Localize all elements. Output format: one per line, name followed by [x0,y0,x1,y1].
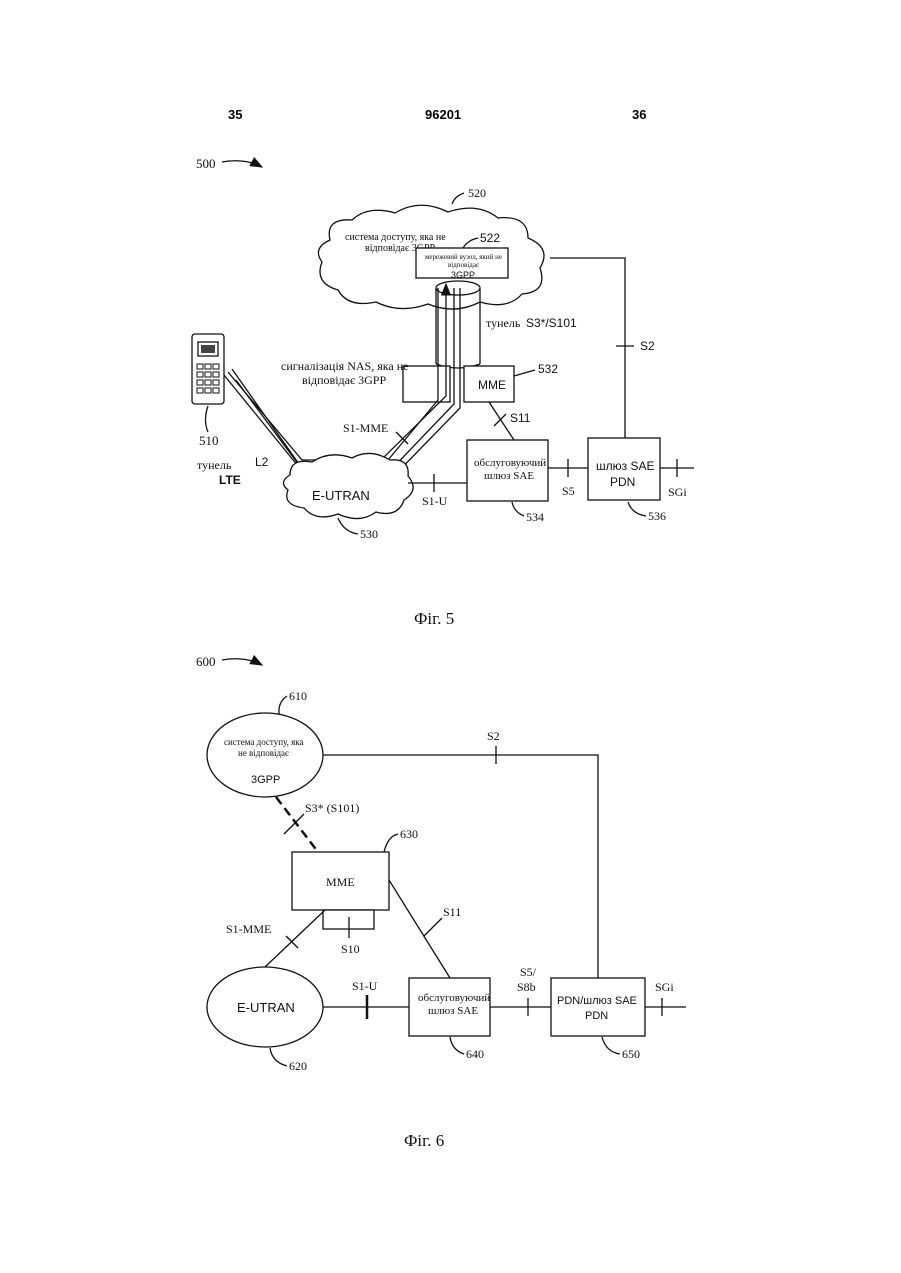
fig5-eutran-leader [338,518,358,534]
fig5-pdn-text-2: PDN [610,475,635,489]
fig5-ue-ref: 510 [199,433,219,448]
fig6-s5-label-2: S8b [517,980,536,994]
fig5-node-text-1: мережевий вузол, який не [425,253,502,261]
fig6-mme-label: MME [326,875,355,889]
fig6-pdn-gw-box [551,978,645,1036]
fig6-ref-arrow [222,659,262,665]
fig6-access-text-2: не відповідає [238,748,289,758]
fig6-pdn-ref: 650 [622,1047,640,1061]
fig5-s1u-label: S1-U [422,494,448,508]
fig6-access-ref: 610 [289,689,307,703]
fig5-cloud-ref: 520 [468,186,486,200]
fig6-s1mme-link [265,910,325,967]
fig5-ue-leader [206,406,209,432]
fig6-s2-label: S2 [487,729,500,743]
fig5-sgw-ref: 534 [526,510,544,524]
fig5-cloud-text-1: система доступу, яка не [345,232,446,243]
fig6-s11-link [389,880,450,978]
fig5-mme-left-box [403,366,450,402]
fig6-s1u-label: S1-U [352,979,378,993]
fig5-pdn-text-1: шлюз SAE [596,459,654,473]
fig6-s11-tick [424,918,442,936]
fig5-sgw-text-1: обслуговуючий [474,457,546,469]
fig5-s2-link [550,258,625,438]
fig5-mme-ref: 532 [538,362,558,376]
fig5-l2-label: L2 [255,455,269,469]
fig5-pdn-ref: 536 [648,509,666,523]
fig5-ue-phone [192,334,224,404]
fig5-caption: Фіг. 5 [414,609,454,628]
fig6-access-text-1: система доступу, яка [224,737,304,747]
fig6-sgi-label: SGi [655,980,674,994]
fig5-s11-label: S11 [510,411,531,425]
fig6-sgw-text-2: шлюз SAE [428,1005,478,1017]
fig6-sgw-leader [450,1037,464,1054]
fig6-ref-label: 600 [196,654,216,669]
fig5-mme-label: MME [478,378,506,392]
fig5-pdn-leader [628,502,646,516]
fig6-mme-leader [384,834,398,852]
fig6-s11-label: S11 [443,905,461,919]
fig6-pdn-leader [602,1037,620,1054]
fig6-s10-label: S10 [341,942,360,956]
fig5-tunnel-label: тунель [486,316,521,330]
fig5-eutran-ref: 530 [360,527,378,541]
fig6-s1mme-label: S1-MME [226,922,271,936]
fig5-sgw-leader [512,502,524,516]
fig5-tunnel-lte-1: тунель [197,458,232,472]
fig6-sgw-text-1: обслуговуючий [418,992,490,1004]
fig6-mme-ref: 630 [400,827,418,841]
fig5-s1mme-label: S1-MME [343,421,388,435]
fig5-node-ref: 522 [480,231,500,245]
fig6-s5-label-1: S5/ [520,965,537,979]
fig6-eutran-leader [270,1048,287,1066]
fig6-caption: Фіг. 6 [404,1131,444,1150]
figure-5: 500 520 система доступу, яка не відповід… [192,156,694,628]
fig6-s3-label: S3* (S101) [305,801,359,815]
fig5-tunnel-top [436,281,480,295]
fig6-access-text-3: 3GPP [251,774,280,786]
figure-6: 600 система доступу, яка не відповідає 3… [196,654,686,1150]
fig6-sgw-ref: 640 [466,1047,484,1061]
fig5-cloud-leader [452,193,464,204]
fig5-node-text-2: відповідає [448,261,479,269]
fig5-s2-label: S2 [640,339,655,353]
fig5-sgi-label: SGi [668,485,687,499]
fig6-pdn-text-2: PDN [585,1010,608,1022]
fig5-node-text-3: 3GPP [451,270,475,280]
fig5-ref-label: 500 [196,156,216,171]
fig5-lte-label: LTE [219,473,241,487]
fig6-eutran-label: E-UTRAN [237,1000,295,1015]
fig5-tunnel-iface: S3*/S101 [526,316,577,330]
fig5-nas-label-2: відповідає 3GPP [302,373,386,387]
fig5-eutran-cloud [283,453,413,518]
fig5-eutran-label: E-UTRAN [312,488,370,503]
fig5-sgw-text-2: шлюз SAE [484,470,534,482]
fig5-ref-arrow [222,161,262,167]
fig5-nas-label-1: сигналізація NAS, яка не [281,359,408,373]
fig5-s5-label: S5 [562,484,575,498]
fig6-eutran-ref: 620 [289,1059,307,1073]
fig6-pdn-text-1: PDN/шлюз SAE [557,995,637,1007]
fig6-access-leader [279,696,287,714]
fig5-mme-leader [514,370,535,376]
